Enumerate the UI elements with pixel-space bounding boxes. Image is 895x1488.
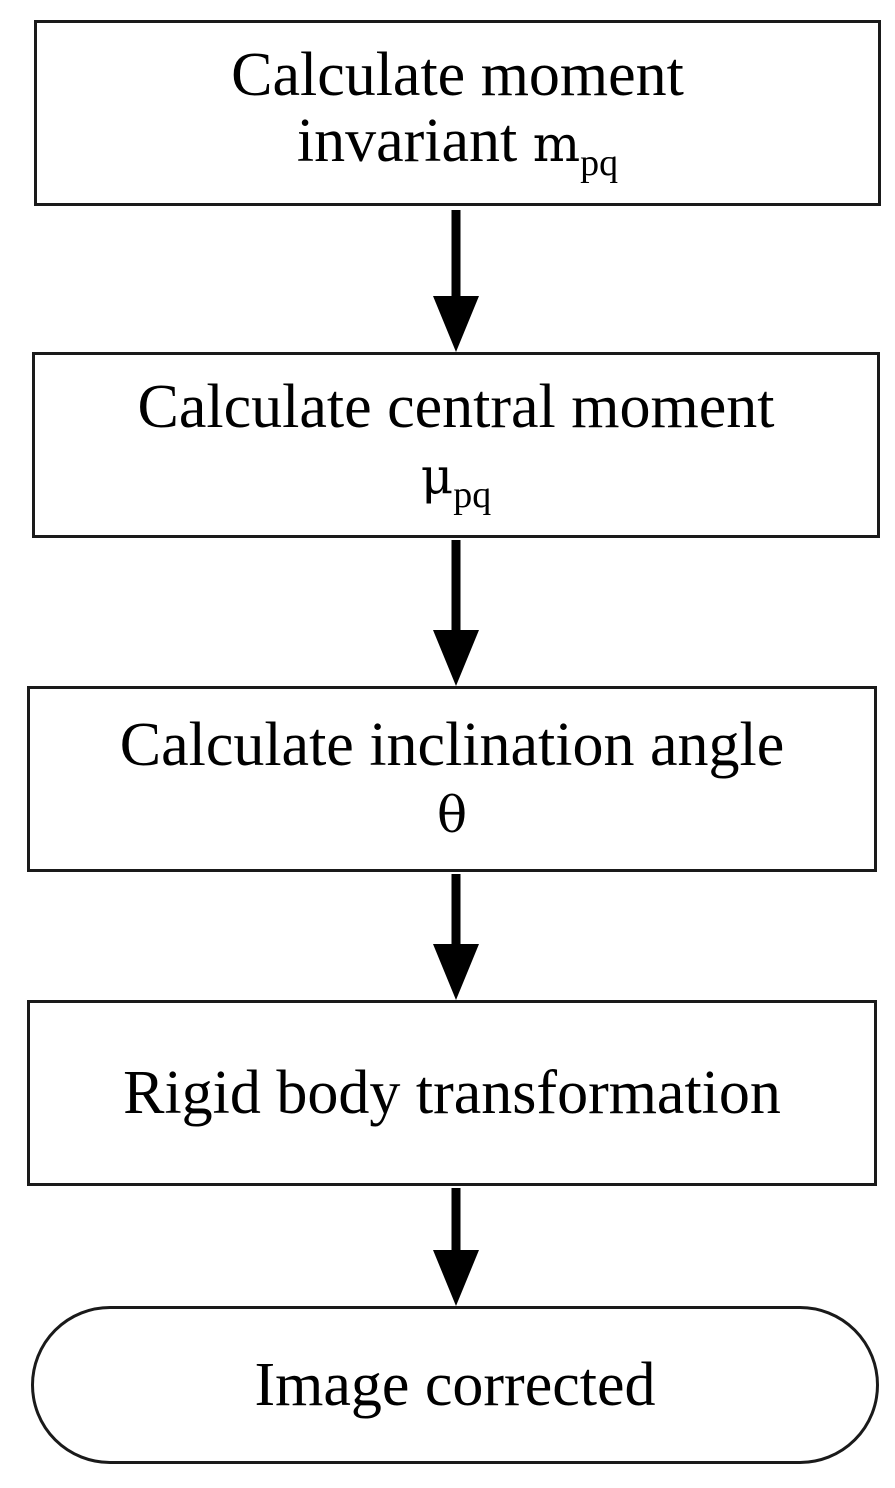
arrow-2-to-3 [433, 540, 479, 686]
step-2-symbol: μ [420, 447, 454, 506]
step-3-line-2: θ [437, 779, 467, 846]
step-4-line-1: Rigid body transformation [123, 1058, 781, 1127]
arrow-4-to-5 [433, 1188, 479, 1306]
step-calculate-inclination-angle: Calculate inclination angle θ [27, 686, 877, 872]
step-1-subscript: pq [580, 142, 619, 185]
step-1-line-1: Calculate moment [231, 40, 684, 109]
step-3-line-1: Calculate inclination angle [119, 711, 785, 780]
step-3-symbol: θ [436, 786, 468, 844]
step-1-symbol: m [532, 115, 581, 174]
step-5-line-1: Image corrected [254, 1350, 656, 1419]
arrow-1-to-2 [433, 210, 479, 352]
step-1-line-2-text: invariant [296, 107, 518, 176]
step-rigid-body-transformation: Rigid body transformation [27, 1000, 877, 1186]
step-1-line-2: invariant mpq [297, 108, 618, 184]
step-2-line-2: μpq [421, 440, 492, 516]
step-calculate-moment-invariant: Calculate moment invariant mpq [34, 20, 881, 206]
terminal-image-corrected: Image corrected [31, 1306, 879, 1464]
step-2-line-1: Calculate central moment [137, 372, 775, 441]
step-2-subscript: pq [453, 474, 492, 517]
arrow-3-to-4 [433, 874, 479, 1000]
step-calculate-central-moment: Calculate central moment μpq [32, 352, 880, 538]
